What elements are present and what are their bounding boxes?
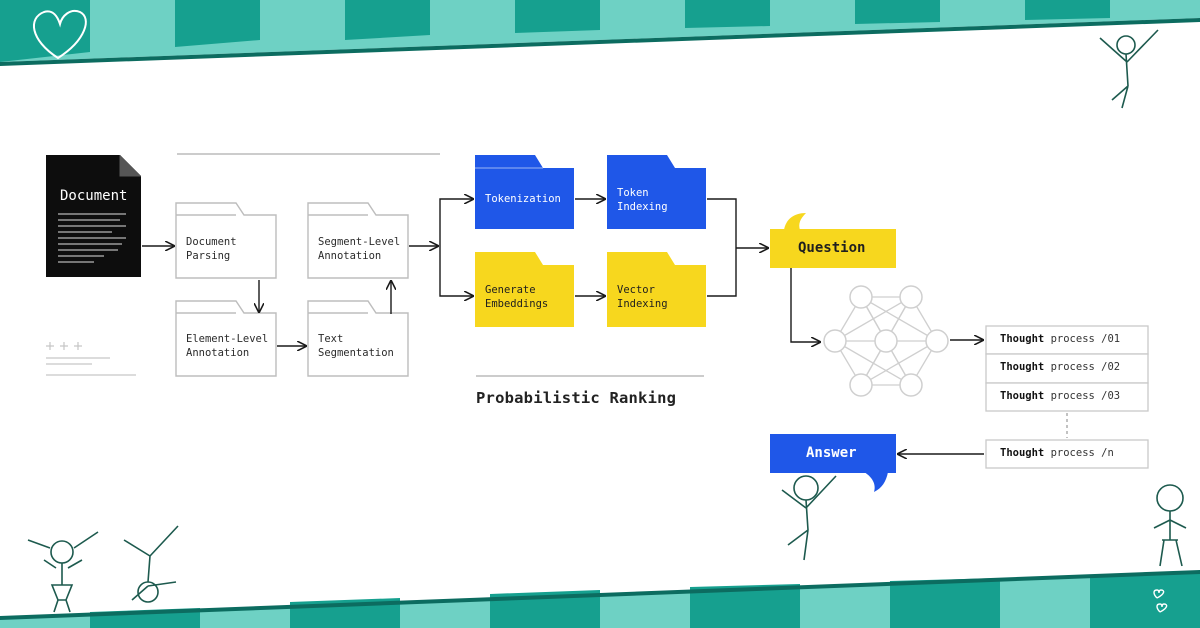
neural-network-icon bbox=[823, 285, 949, 397]
document-parsing-label: Document Parsing bbox=[186, 236, 237, 262]
stick-figure-curly-hair-icon bbox=[1153, 484, 1187, 567]
token-indexing-label: Token Indexing bbox=[617, 187, 668, 213]
thought-process-1: Thought process /01 bbox=[1000, 333, 1121, 345]
answer-label: Answer bbox=[806, 445, 857, 461]
thought-box-3 bbox=[985, 382, 1149, 412]
answer-bubble bbox=[770, 434, 896, 492]
segment-level-annotation-label: Segment-Level Annotation bbox=[318, 236, 401, 262]
probabilistic-ranking-title: Probabilistic Ranking bbox=[476, 389, 677, 407]
thought-process-n: Thought process /n bbox=[1000, 447, 1114, 459]
document-title: Document bbox=[60, 188, 128, 204]
folder-element-level-annotation bbox=[175, 300, 277, 377]
arrow-question-to-network bbox=[790, 268, 820, 342]
thought-box-2 bbox=[985, 353, 1149, 384]
element-level-annotation-label: Element-Level Annotation bbox=[186, 333, 269, 359]
folder-token-indexing bbox=[607, 155, 706, 229]
folder-segment-level-annotation bbox=[307, 202, 409, 279]
tokenization-label: Tokenization bbox=[485, 193, 561, 205]
folder-vector-indexing bbox=[607, 252, 706, 327]
arrow-token-indexing-out bbox=[707, 198, 737, 248]
thought-box-1 bbox=[985, 325, 1149, 355]
question-label: Question bbox=[798, 240, 866, 256]
heart-doodle-icon bbox=[33, 10, 87, 60]
folder-text-segmentation bbox=[307, 300, 409, 377]
top-banner bbox=[0, 0, 1200, 66]
thought-process-3: Thought process /03 bbox=[1000, 390, 1121, 402]
folder-tokenization bbox=[475, 155, 574, 229]
folder-document-parsing bbox=[175, 202, 277, 279]
stick-figure-girl-icon bbox=[27, 531, 99, 613]
thought-box-n bbox=[985, 439, 1149, 469]
plus-marks bbox=[46, 342, 136, 376]
generate-embeddings-label: Generate Embeddings bbox=[485, 284, 549, 310]
stick-figure-jumping-icon bbox=[1099, 29, 1159, 109]
arrow-to-tokenization bbox=[439, 199, 473, 246]
stick-figure-handstand-icon bbox=[123, 525, 179, 603]
thought-process-2: Thought process /02 bbox=[1000, 361, 1121, 373]
arrow-to-embeddings bbox=[439, 246, 473, 296]
arrow-vector-indexing-out bbox=[707, 248, 737, 297]
folder-generate-embeddings bbox=[475, 252, 574, 327]
document-card bbox=[46, 155, 141, 277]
bottom-banner bbox=[0, 570, 1200, 628]
hearts-doodle-icon bbox=[1153, 589, 1168, 613]
stick-figure-cheering-icon bbox=[781, 475, 837, 561]
vector-indexing-label: Vector Indexing bbox=[617, 284, 668, 310]
question-bubble bbox=[770, 213, 896, 268]
text-segmentation-label: Text Segmentation bbox=[318, 333, 394, 359]
